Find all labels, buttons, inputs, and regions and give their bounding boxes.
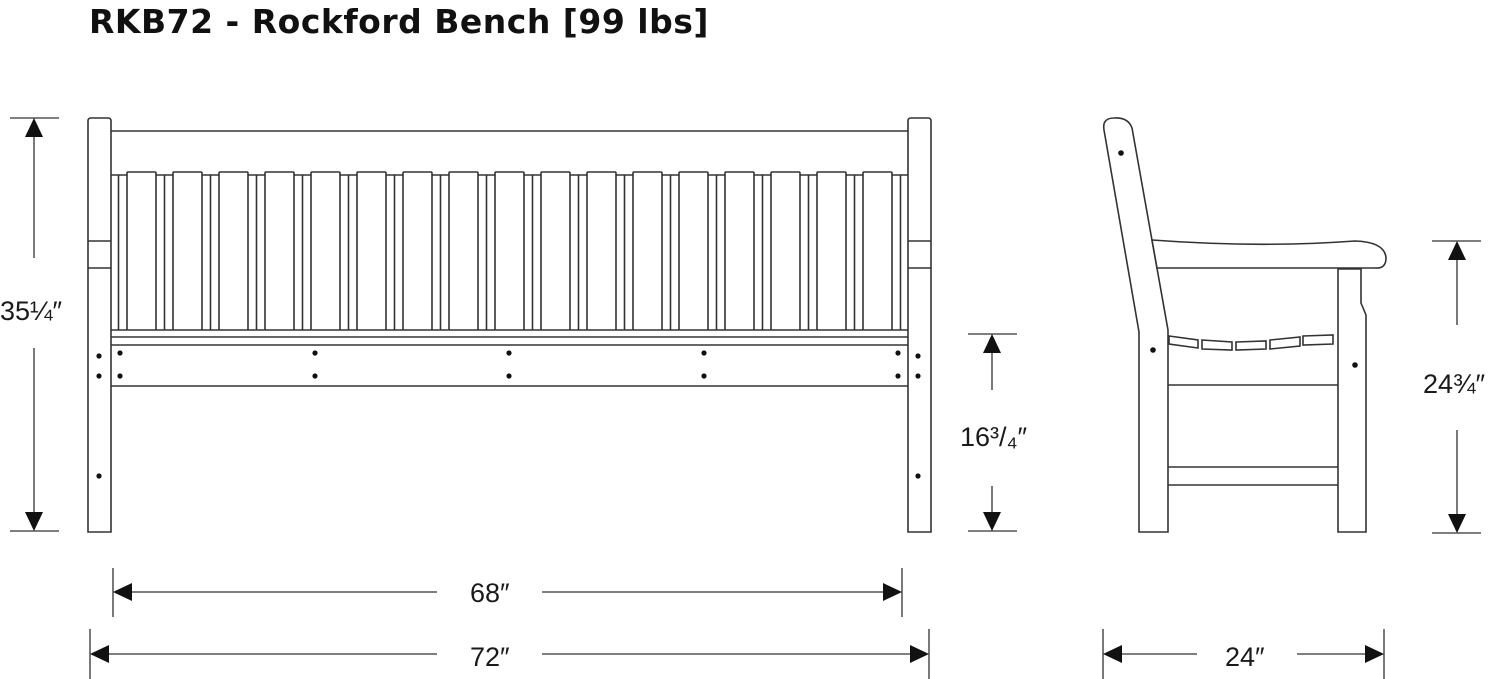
arrow-left-icon xyxy=(90,645,109,663)
arrow-right-icon xyxy=(1365,645,1384,663)
side-armrest xyxy=(1151,239,1387,269)
depth-label: 24″ xyxy=(1225,642,1265,672)
back-slat xyxy=(402,171,433,330)
right-post xyxy=(907,117,932,533)
back-slats xyxy=(117,171,902,330)
arrow-left-icon xyxy=(1103,645,1122,663)
arm-height-label: 24¾″ xyxy=(1423,369,1486,399)
back-slat xyxy=(678,171,709,330)
page-title: RKB72 - Rockford Bench [99 lbs] xyxy=(89,2,709,41)
back-slat xyxy=(862,171,893,330)
back-slat xyxy=(540,171,571,330)
back-slat xyxy=(724,171,755,330)
back-slat xyxy=(126,171,157,330)
apron-bolts xyxy=(117,350,901,379)
inner-width-dimension: 68″ xyxy=(112,568,903,617)
arrow-right-icon xyxy=(883,583,902,601)
front-view: 35¼″ 16³/₄″ 68″ xyxy=(0,117,1028,679)
arrow-up-icon xyxy=(25,118,43,137)
arrow-up-icon xyxy=(983,334,1001,353)
overall-height-label: 35¼″ xyxy=(0,296,63,326)
arrow-down-icon xyxy=(25,512,43,531)
back-slat xyxy=(770,171,801,330)
arrow-up-icon xyxy=(1448,241,1466,260)
back-slat xyxy=(218,171,249,330)
back-slat xyxy=(310,171,341,330)
back-slat xyxy=(448,171,479,330)
back-slat xyxy=(816,171,847,330)
back-slat xyxy=(356,171,387,330)
back-slat xyxy=(264,171,295,330)
back-slat xyxy=(632,171,663,330)
arm-height-dimension: 24¾″ xyxy=(1423,240,1486,534)
seat-height-dimension: 16³/₄″ xyxy=(960,333,1028,532)
side-view: 24¾″ 24″ xyxy=(1102,117,1486,679)
back-slat xyxy=(586,171,617,330)
arrow-left-icon xyxy=(113,583,132,601)
seat-height-label: 16³/₄″ xyxy=(960,422,1028,452)
side-front-leg xyxy=(1337,268,1367,533)
back-slat xyxy=(172,171,203,330)
arrow-down-icon xyxy=(1448,514,1466,533)
back-slat xyxy=(494,171,525,330)
inner-width-label: 68″ xyxy=(470,578,510,608)
side-back-leg xyxy=(1102,117,1169,533)
overall-width-label: 72″ xyxy=(470,642,510,672)
overall-height-dimension: 35¼″ xyxy=(0,117,63,532)
overall-width-dimension: 72″ xyxy=(89,629,930,679)
side-seat-slats xyxy=(1168,334,1334,351)
depth-dimension: 24″ xyxy=(1102,629,1385,679)
arrow-down-icon xyxy=(983,512,1001,531)
left-post xyxy=(87,117,112,533)
arrow-right-icon xyxy=(910,645,929,663)
